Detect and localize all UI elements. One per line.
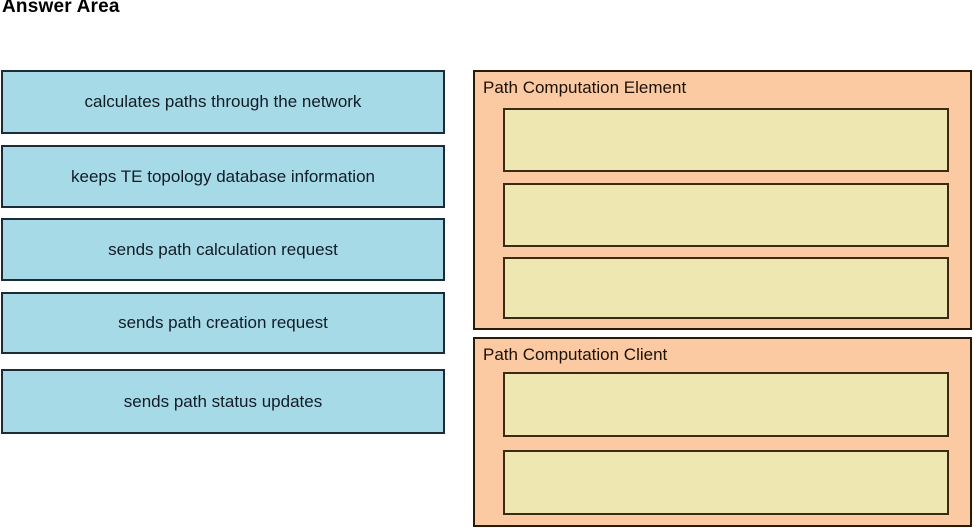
drag-option-5[interactable]: sends path status updates <box>1 369 445 434</box>
page-title: Answer Area <box>2 0 120 17</box>
drag-option-1-label: calculates paths through the network <box>84 92 362 111</box>
target-panel-path-computation-element: Path Computation Element <box>473 70 972 330</box>
drag-option-3[interactable]: sends path calculation request <box>1 218 445 281</box>
drag-option-2-label: keeps TE topology database information <box>71 166 375 186</box>
drag-option-4[interactable]: sends path creation request <box>1 292 445 354</box>
drag-option-2[interactable]: keeps TE topology database information <box>1 145 445 208</box>
target-panel-path-computation-client: Path Computation Client <box>473 337 972 527</box>
drop-slot-pcc-2[interactable] <box>503 450 949 515</box>
drag-option-5-label: sends path status updates <box>123 391 323 411</box>
drop-slot-pce-1[interactable] <box>503 108 949 172</box>
panel-title-path-computation-client: Path Computation Client <box>483 345 668 364</box>
drop-slot-pcc-1[interactable] <box>503 372 949 437</box>
drag-option-3-label: sends path calculation request <box>108 239 338 259</box>
drop-slot-pce-2[interactable] <box>503 183 949 247</box>
drag-option-1[interactable]: calculates paths through the network <box>1 70 445 134</box>
panel-title-path-computation-element: Path Computation Element <box>483 78 687 97</box>
drag-option-4-label: sends path creation request <box>118 313 328 332</box>
drop-slot-pce-3[interactable] <box>503 257 949 319</box>
